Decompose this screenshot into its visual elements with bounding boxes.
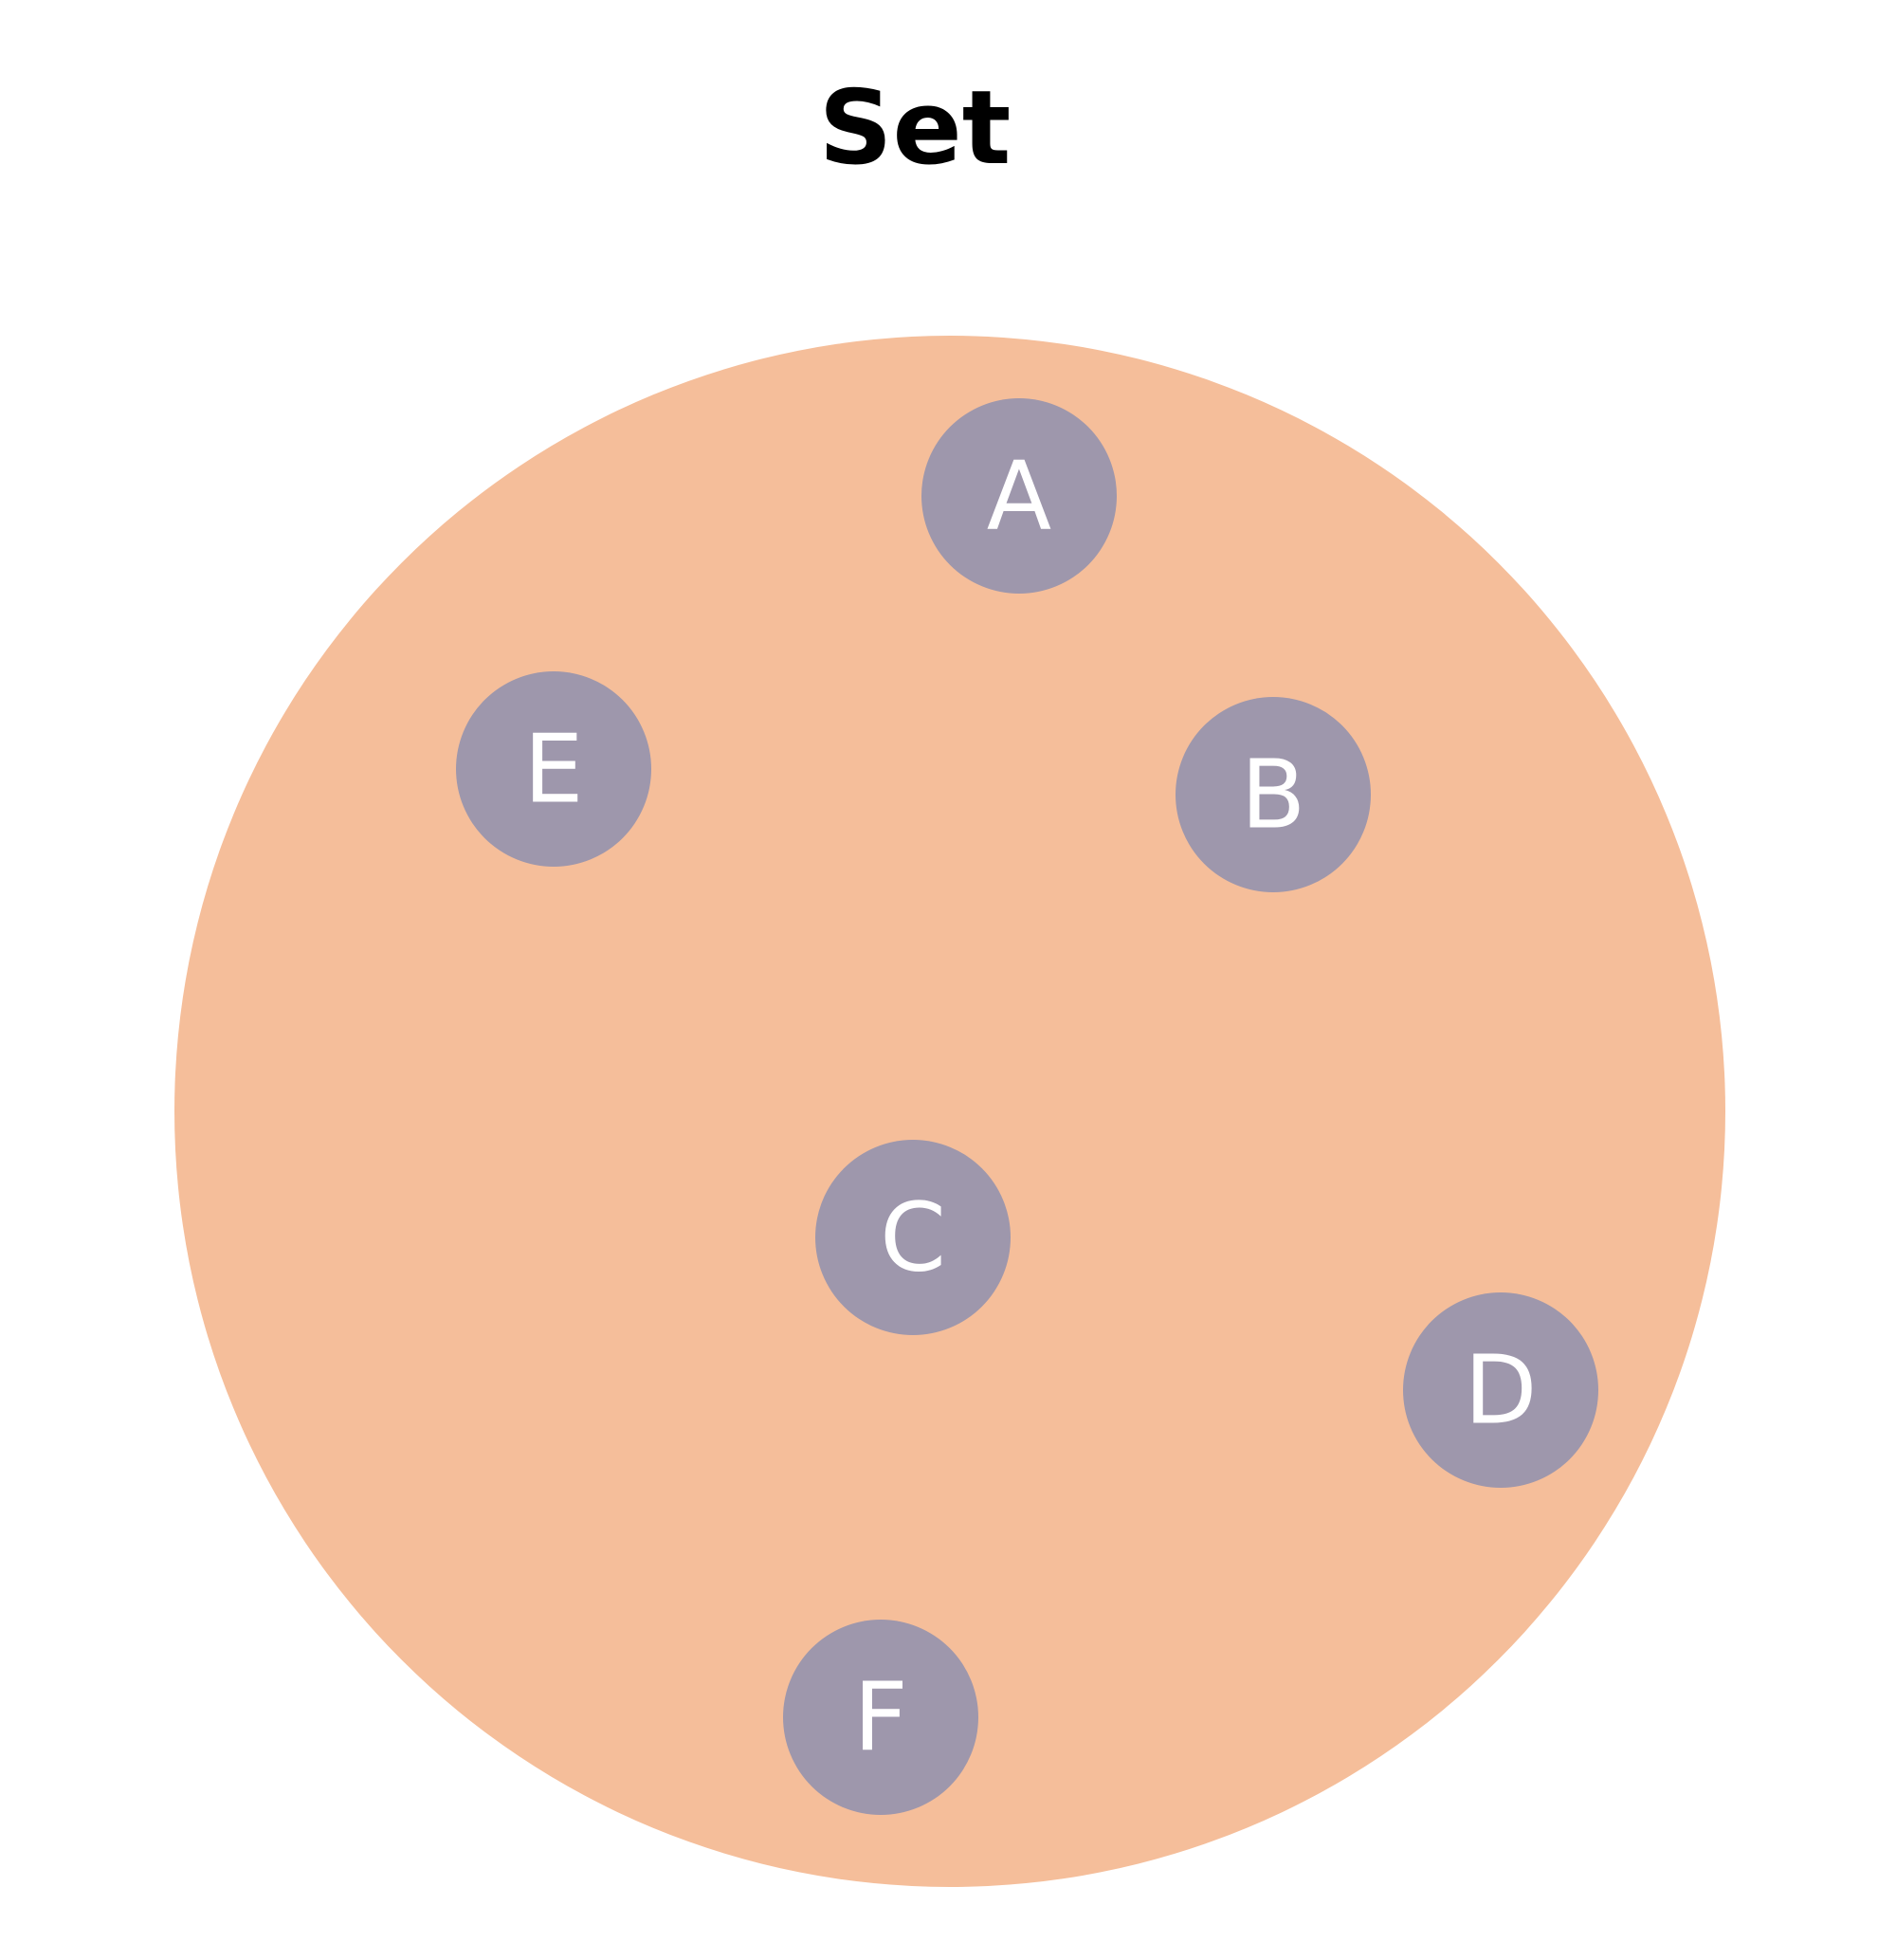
element-label-d: D [1464,1335,1537,1446]
element-circle-a [921,398,1117,594]
element-circle-f [783,1620,978,1815]
set-element-f: F [783,1620,978,1815]
set-element-d: D [1403,1292,1598,1488]
element-circle-c [815,1140,1011,1335]
set-element-c: C [815,1140,1011,1335]
set-element-a: A [921,398,1117,594]
element-label-f: F [853,1662,908,1773]
element-circle-b [1176,697,1371,892]
element-label-c: C [880,1182,946,1293]
element-label-a: A [987,441,1051,552]
set-element-b: B [1176,697,1371,892]
set-element-e: E [456,671,651,867]
diagram-title: Set [818,69,1012,188]
element-label-e: E [523,714,583,825]
element-label-b: B [1241,740,1306,851]
element-circle-e [456,671,651,867]
element-circle-d [1403,1292,1598,1488]
